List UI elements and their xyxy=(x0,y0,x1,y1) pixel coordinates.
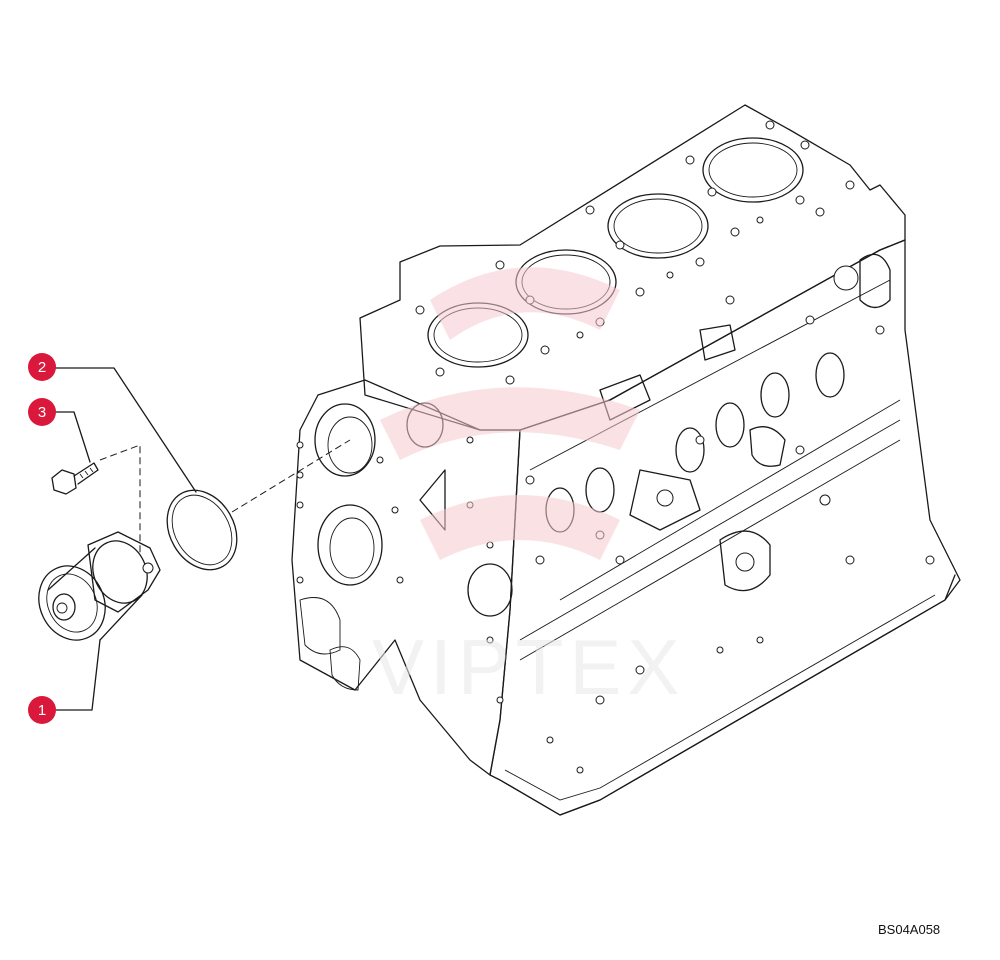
callout-1-label: 1 xyxy=(38,702,46,719)
alignment-lines xyxy=(99,439,351,555)
callout-2-label: 2 xyxy=(38,359,46,376)
callout-3-label: 3 xyxy=(38,404,46,421)
engine-block xyxy=(291,104,961,816)
watermark-logo: VIPTEX xyxy=(372,267,685,711)
water-pump-part xyxy=(38,531,161,641)
bolt-part xyxy=(51,462,99,495)
callout-1: 1 xyxy=(28,696,56,724)
o-ring-part xyxy=(166,489,238,571)
leader-lines xyxy=(55,367,197,711)
watermark-text: VIPTEX xyxy=(372,623,685,711)
diagram-reference-code: BS04A058 xyxy=(878,922,941,937)
callout-2: 2 xyxy=(28,353,56,381)
callout-3: 3 xyxy=(28,398,56,426)
